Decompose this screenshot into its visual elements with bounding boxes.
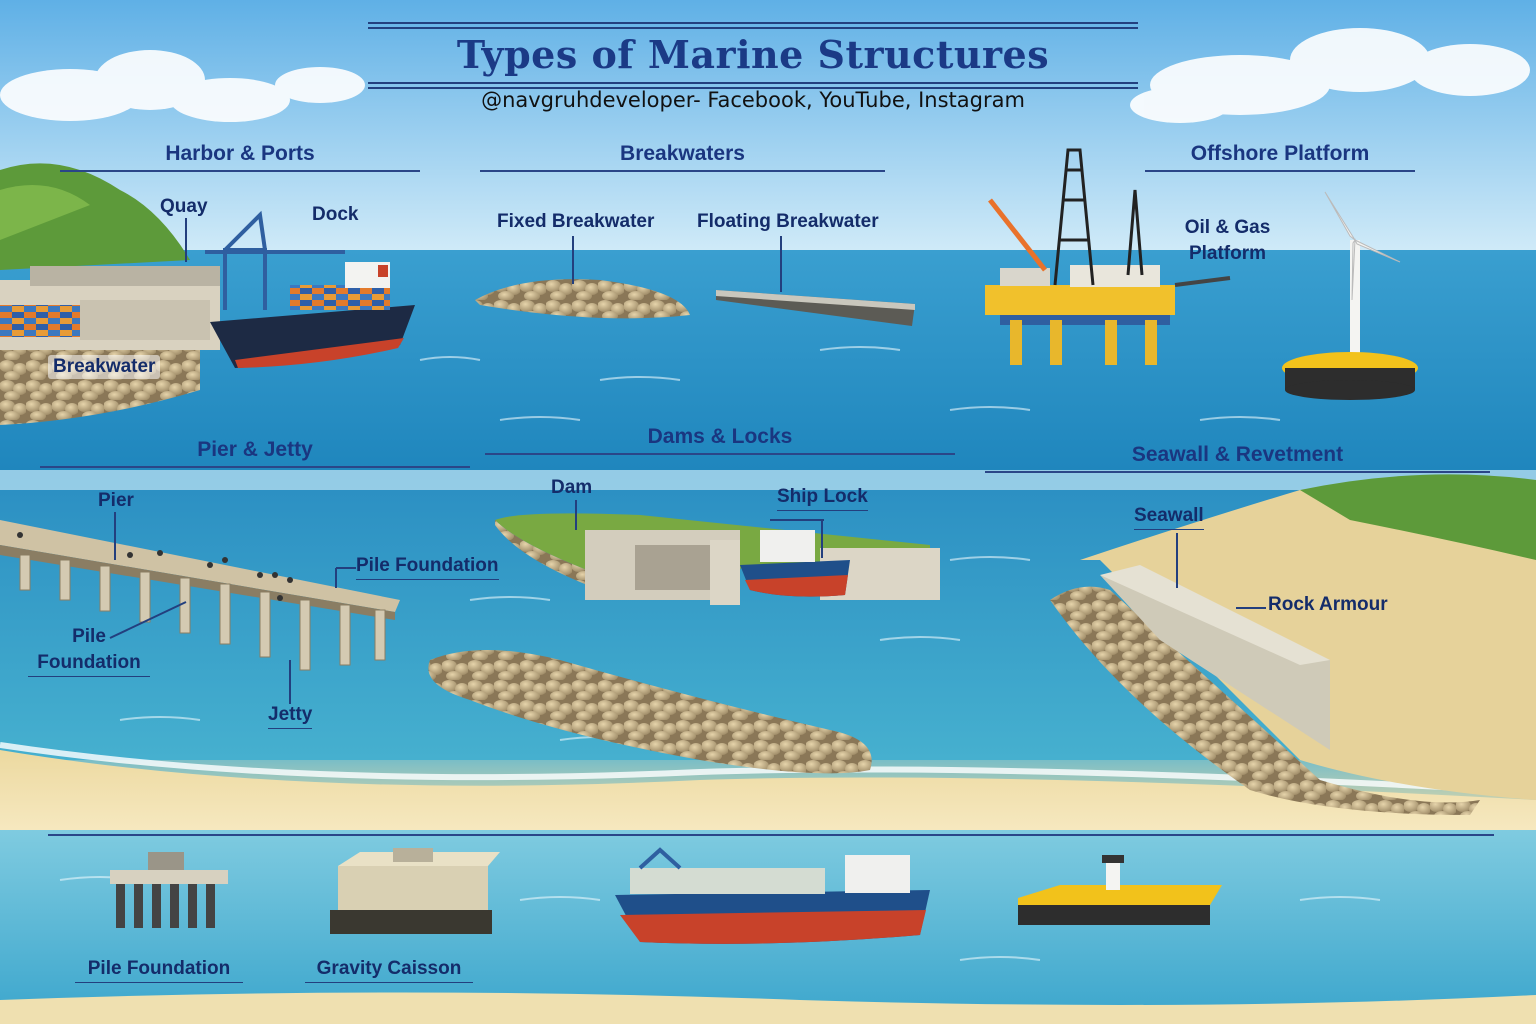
title-bottom-rule-2 <box>368 87 1138 89</box>
label-fixed-breakwater: Fixed Breakwater <box>497 211 655 232</box>
label-pile-foundation-right: Pile Foundation <box>356 555 499 580</box>
label-bottom-pile-foundation: Pile Foundation <box>75 958 243 983</box>
heading-breakwaters: Breakwaters <box>480 142 885 172</box>
heading-dams-locks: Dams & Locks <box>485 425 955 455</box>
title-block: Types of Marine Structures <box>368 22 1138 89</box>
label-quay: Quay <box>160 196 208 217</box>
label-pile-foundation-left-line2: Foundation <box>37 652 141 673</box>
heading-offshore-platform: Offshore Platform <box>1145 142 1415 172</box>
leader-floating-breakwater <box>780 236 782 292</box>
label-jetty: Jetty <box>268 704 313 729</box>
leader-pile-foundation-left <box>109 601 187 639</box>
heading-harbor-ports: Harbor & Ports <box>60 142 420 172</box>
leader-pier <box>114 512 116 560</box>
label-oil-gas-platform: Oil & Gas Platform <box>1170 217 1285 265</box>
leader-pile-foundation-right <box>335 567 356 588</box>
page-subtitle: @navgruhdeveloper- Facebook, YouTube, In… <box>481 88 1025 112</box>
label-pile-foundation-left: Pile Foundation <box>28 626 150 677</box>
bottom-row-divider <box>48 834 1494 836</box>
leader-dam <box>575 500 577 530</box>
label-oil-gas-line1: Oil & Gas <box>1184 217 1271 238</box>
leader-fixed-breakwater <box>572 236 574 284</box>
label-rock-armour: Rock Armour <box>1268 594 1388 615</box>
label-pile-foundation-left-line1: Pile <box>72 626 106 647</box>
label-floating-breakwater: Floating Breakwater <box>697 211 879 232</box>
label-dock: Dock <box>312 204 359 225</box>
leader-quay <box>185 218 187 262</box>
title-top-rule-2 <box>368 27 1138 29</box>
heading-pier-jetty: Pier & Jetty <box>40 438 470 468</box>
label-pier: Pier <box>98 490 134 511</box>
heading-seawall-revetment: Seawall & Revetment <box>985 443 1490 473</box>
leader-jetty <box>289 660 291 704</box>
label-oil-gas-line2: Platform <box>1188 243 1267 264</box>
title-bottom-rule <box>368 82 1138 84</box>
page-title: Types of Marine Structures <box>456 32 1050 77</box>
label-dam: Dam <box>551 477 593 498</box>
leader-rock-armour <box>1236 607 1266 609</box>
title-top-rule <box>368 22 1138 24</box>
leader-ship-lock <box>770 519 824 558</box>
label-seawall: Seawall <box>1134 505 1204 530</box>
label-harbor-breakwater: Breakwater <box>48 355 161 379</box>
leader-seawall <box>1176 533 1178 588</box>
label-ship-lock: Ship Lock <box>777 486 868 511</box>
label-bottom-gravity-caisson: Gravity Caisson <box>305 958 473 983</box>
